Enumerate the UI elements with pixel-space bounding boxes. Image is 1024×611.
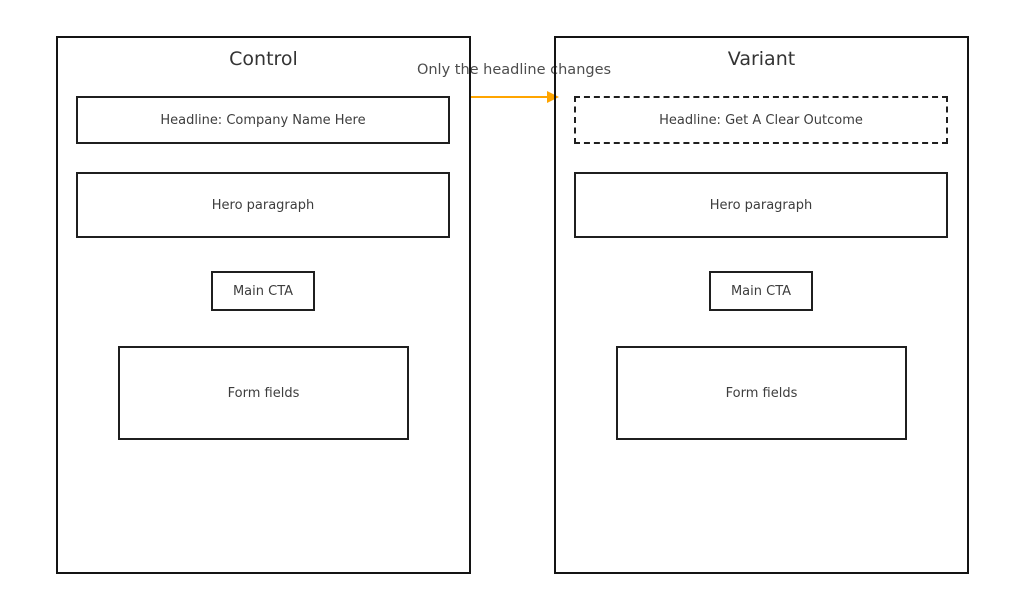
control-panel-title: Control — [229, 48, 298, 70]
variant-headline-label: Headline: Get A Clear Outcome — [659, 112, 863, 128]
control-hero-paragraph-box: Hero paragraph — [76, 172, 450, 238]
variant-form-fields-box: Form fields — [616, 346, 907, 440]
control-hero-paragraph-label: Hero paragraph — [211, 197, 315, 213]
control-headline-box: Headline: Company Name Here — [76, 96, 450, 144]
control-form-fields-label: Form fields — [227, 385, 300, 401]
variant-main-cta-box: Main CTA — [709, 271, 813, 311]
control-main-cta-box: Main CTA — [211, 271, 315, 311]
control-panel: Control Headline: Company Name Here Hero… — [56, 36, 471, 574]
variant-hero-paragraph-label: Hero paragraph — [709, 197, 813, 213]
variant-main-cta-label: Main CTA — [730, 283, 792, 299]
variant-panel: Variant Headline: Get A Clear Outcome He… — [554, 36, 969, 574]
variant-hero-paragraph-box: Hero paragraph — [574, 172, 948, 238]
control-main-cta-label: Main CTA — [232, 283, 294, 299]
change-annotation-label: Only the headline changes — [416, 62, 612, 78]
variant-panel-title: Variant — [727, 48, 796, 70]
variant-form-fields-label: Form fields — [725, 385, 798, 401]
control-form-fields-box: Form fields — [118, 346, 409, 440]
control-headline-label: Headline: Company Name Here — [160, 112, 366, 128]
arrow-right-icon — [470, 91, 559, 103]
variant-headline-box: Headline: Get A Clear Outcome — [574, 96, 948, 144]
